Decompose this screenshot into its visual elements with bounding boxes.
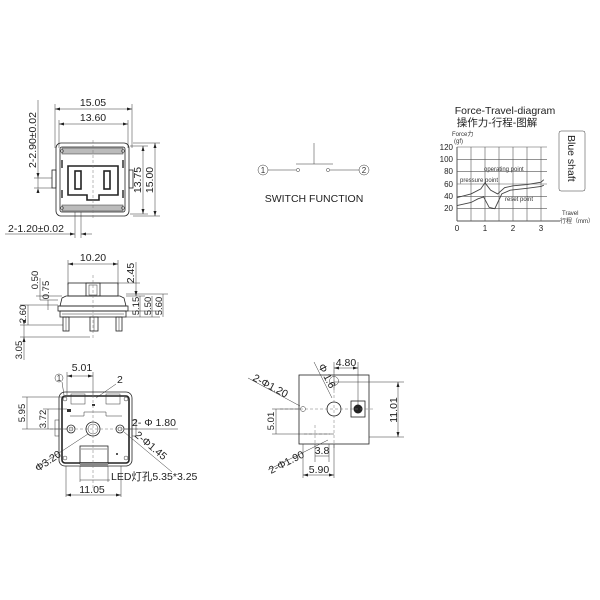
dim-550: 5.50 [143, 297, 154, 316]
dim-bottom-tab: 2-1.20±0.02 [8, 223, 64, 235]
dim-595: 5.95 [17, 404, 28, 423]
chart-subtitle: 操作力-行程-图解 [457, 116, 538, 129]
dim-height-outer: 15.00 [144, 167, 156, 193]
chart-title: Force-Travel-diagram [455, 105, 556, 117]
svg-text:0: 0 [455, 224, 460, 233]
dim-590: 5.90 [309, 464, 330, 476]
annotation-operating-point: operating point [484, 167, 524, 173]
svg-text:2: 2 [511, 224, 516, 233]
hole-180-label: 2- Φ 1.80 [132, 417, 176, 429]
annotation-pressure-point: pressure point [460, 178, 498, 184]
dim-38: 3.8 [315, 445, 330, 457]
hole-120-label: 2-Φ1.20 [251, 372, 290, 401]
hole-145-label: 2-Φ1.45 [132, 429, 169, 463]
svg-text:行程（mm）: 行程（mm） [560, 217, 594, 225]
led-hole-label: LED灯孔5.35*3.25 [111, 470, 198, 483]
dim-515: 5.15 [131, 297, 142, 316]
dim-stem-width: 10.20 [80, 252, 106, 264]
legend-box [558, 130, 586, 192]
top-view: 15.05 13.60 13.75 [5, 97, 160, 238]
dim-height-1101: 11.01 [388, 397, 400, 423]
dim-height-inner: 13.75 [132, 167, 144, 193]
side-view: 10.20 2.45 5.15 5.50 5.60 [14, 252, 168, 360]
dim-050: 0.50 [30, 271, 41, 290]
dim-480: 4.80 [336, 357, 357, 369]
y-tick-labels: 120 100 80 60 40 20 [440, 143, 454, 213]
force-travel-chart: Force-Travel-diagram 操作力-行程-图解 Force力 (g… [440, 105, 594, 233]
dim-pin-spacing: 5.01 [72, 362, 93, 374]
dim-260: 2.60 [18, 305, 29, 324]
svg-text:20: 20 [444, 204, 453, 213]
terminal-1-label: 1 [261, 166, 266, 175]
dim-stem-height: 2.45 [125, 263, 137, 284]
svg-text:40: 40 [444, 192, 453, 201]
dim-501: 5.01 [266, 412, 277, 431]
x-axis-label: Travel [562, 211, 578, 217]
dim-372: 3.72 [38, 410, 49, 429]
dim-075: 0.75 [41, 281, 52, 300]
switch-function-diagram: 1 2 SWITCH FUNCTION [257, 143, 370, 205]
dim-560: 5.60 [154, 297, 165, 316]
svg-text:1: 1 [483, 224, 488, 233]
hole-190-label: 2-Φ1.90 [267, 449, 307, 477]
dim-width-1105: 11.05 [79, 484, 105, 496]
svg-text:100: 100 [440, 155, 454, 164]
svg-text:120: 120 [440, 143, 454, 152]
pcb-layout: 4.80 Φ 1.6 2-Φ1.20 5.01 11.01 2-Φ1.90 [247, 357, 404, 478]
legend-label: Blue shaft [565, 135, 577, 182]
dim-305: 3.05 [14, 341, 25, 360]
press-curve [456, 179, 545, 199]
switch-function-label: SWITCH FUNCTION [265, 193, 364, 205]
svg-text:(gf): (gf) [454, 139, 463, 145]
pin-1-label: 1 [57, 374, 62, 383]
terminal-2-label: 2 [362, 166, 367, 175]
pin-2-label: 2 [117, 374, 123, 386]
x-tick-labels: 0 1 2 3 [455, 224, 544, 233]
svg-text:3: 3 [539, 224, 544, 233]
bottom-view: 5.01 1 2 [17, 362, 198, 497]
dim-width-inner: 13.60 [80, 112, 106, 124]
release-curve [456, 184, 544, 210]
annotation-reset-point: reset point [505, 197, 533, 203]
y-axis-label: Force力 [452, 130, 473, 138]
svg-text:80: 80 [444, 167, 453, 176]
svg-text:60: 60 [444, 180, 453, 189]
chart-grid [456, 146, 560, 222]
dim-side-tab: 2-2.90±0.02 [27, 112, 39, 168]
hole-16-label: Φ 1.6 [315, 362, 338, 391]
dim-width-outer: 15.05 [80, 97, 106, 109]
